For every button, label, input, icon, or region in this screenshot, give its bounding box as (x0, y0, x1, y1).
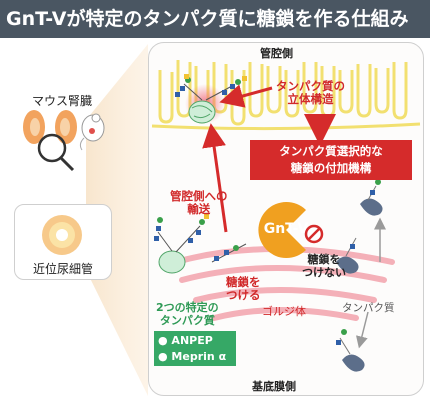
golgi-label: ゴルジ体 (262, 305, 306, 318)
proximal-tubule-label: 近位尿細管 (32, 262, 93, 276)
mouse-icon (79, 113, 105, 151)
gnt-v-label: GnT-V (263, 221, 309, 237)
protein-list-box: ● ANPEP ● Meprin α (154, 331, 236, 366)
mouse-kidney-label: マウス腎臓 (31, 94, 92, 108)
lumen-side-label: 管腔側 (260, 47, 293, 60)
protein-item-meprin: ● Meprin α (158, 350, 227, 363)
basement-side-label: 基底膜側 (252, 380, 296, 393)
attach-glycan-label: 糖鎖を つける (226, 275, 261, 302)
protein-structure-label: タンパク質の 立体構造 (276, 79, 345, 106)
two-proteins-title: 2つの特定の タンパク質 (156, 301, 219, 327)
no-glycan-label: 糖鎖を つけない (302, 253, 346, 279)
page-title: GnT-Vが特定のタンパク質に糖鎖を作る仕組み (0, 0, 430, 38)
magnifier-icon (37, 133, 75, 172)
selective-mechanism-banner: タンパク質選択的な 糖鎖の付加機構 (250, 140, 412, 180)
selective-mechanism-text: タンパク質選択的な 糖鎖の付加機構 (279, 144, 383, 175)
protein-label: タンパク質 (342, 302, 395, 314)
transport-label: 管腔側への 輸送 (170, 189, 228, 216)
protein-item-anpep: ● ANPEP (158, 334, 213, 347)
kidney-icon (23, 110, 77, 144)
